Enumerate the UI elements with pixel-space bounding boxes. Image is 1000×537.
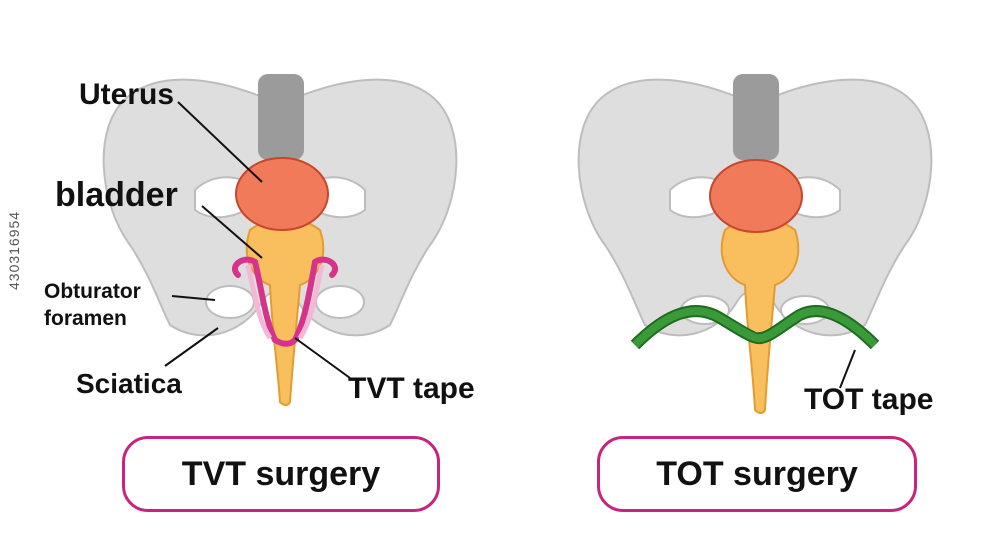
tvt-diagram <box>102 74 458 406</box>
sciatica-label: Sciatica <box>76 368 182 399</box>
tot-diagram <box>577 74 933 414</box>
spine-left <box>258 74 304 160</box>
bladder-left <box>245 217 325 406</box>
uterus-right <box>709 159 803 233</box>
uterus-left <box>235 157 329 231</box>
tot-tape-shape <box>632 307 878 348</box>
tot-tape-label: TOT tape <box>804 383 934 416</box>
obturator-leader <box>171 295 216 301</box>
bladder-leader <box>201 205 263 259</box>
tvt-caption: TVT surgery <box>122 436 440 512</box>
bladder-right <box>720 217 800 414</box>
tvt-tape-inner-left <box>245 264 273 340</box>
uterus-leader <box>177 101 263 183</box>
tot-tape-leader <box>839 349 856 389</box>
obturator-foramen-right <box>315 285 365 319</box>
uterus-label: Uterus <box>79 78 175 111</box>
obturator-label-line2: foramen <box>44 307 127 330</box>
spine-right <box>733 74 779 160</box>
obturator-label-line1: Obturator <box>44 280 141 303</box>
tot-caption: TOT surgery <box>597 436 917 512</box>
bladder-label: bladder <box>55 176 178 214</box>
sciatica-leader <box>164 327 219 367</box>
tvt-tape-leader <box>294 337 351 379</box>
tvt-tape-inner-right <box>297 264 325 340</box>
tvt-tape-shape <box>232 256 338 347</box>
tvt-caption-text: TVT surgery <box>181 454 381 493</box>
obturator-foramen-left <box>205 285 255 319</box>
tvt-tape-label: TVT tape <box>348 372 475 405</box>
stock-id: 430316954 <box>6 210 22 290</box>
tot-caption-text: TOT surgery <box>656 454 858 493</box>
